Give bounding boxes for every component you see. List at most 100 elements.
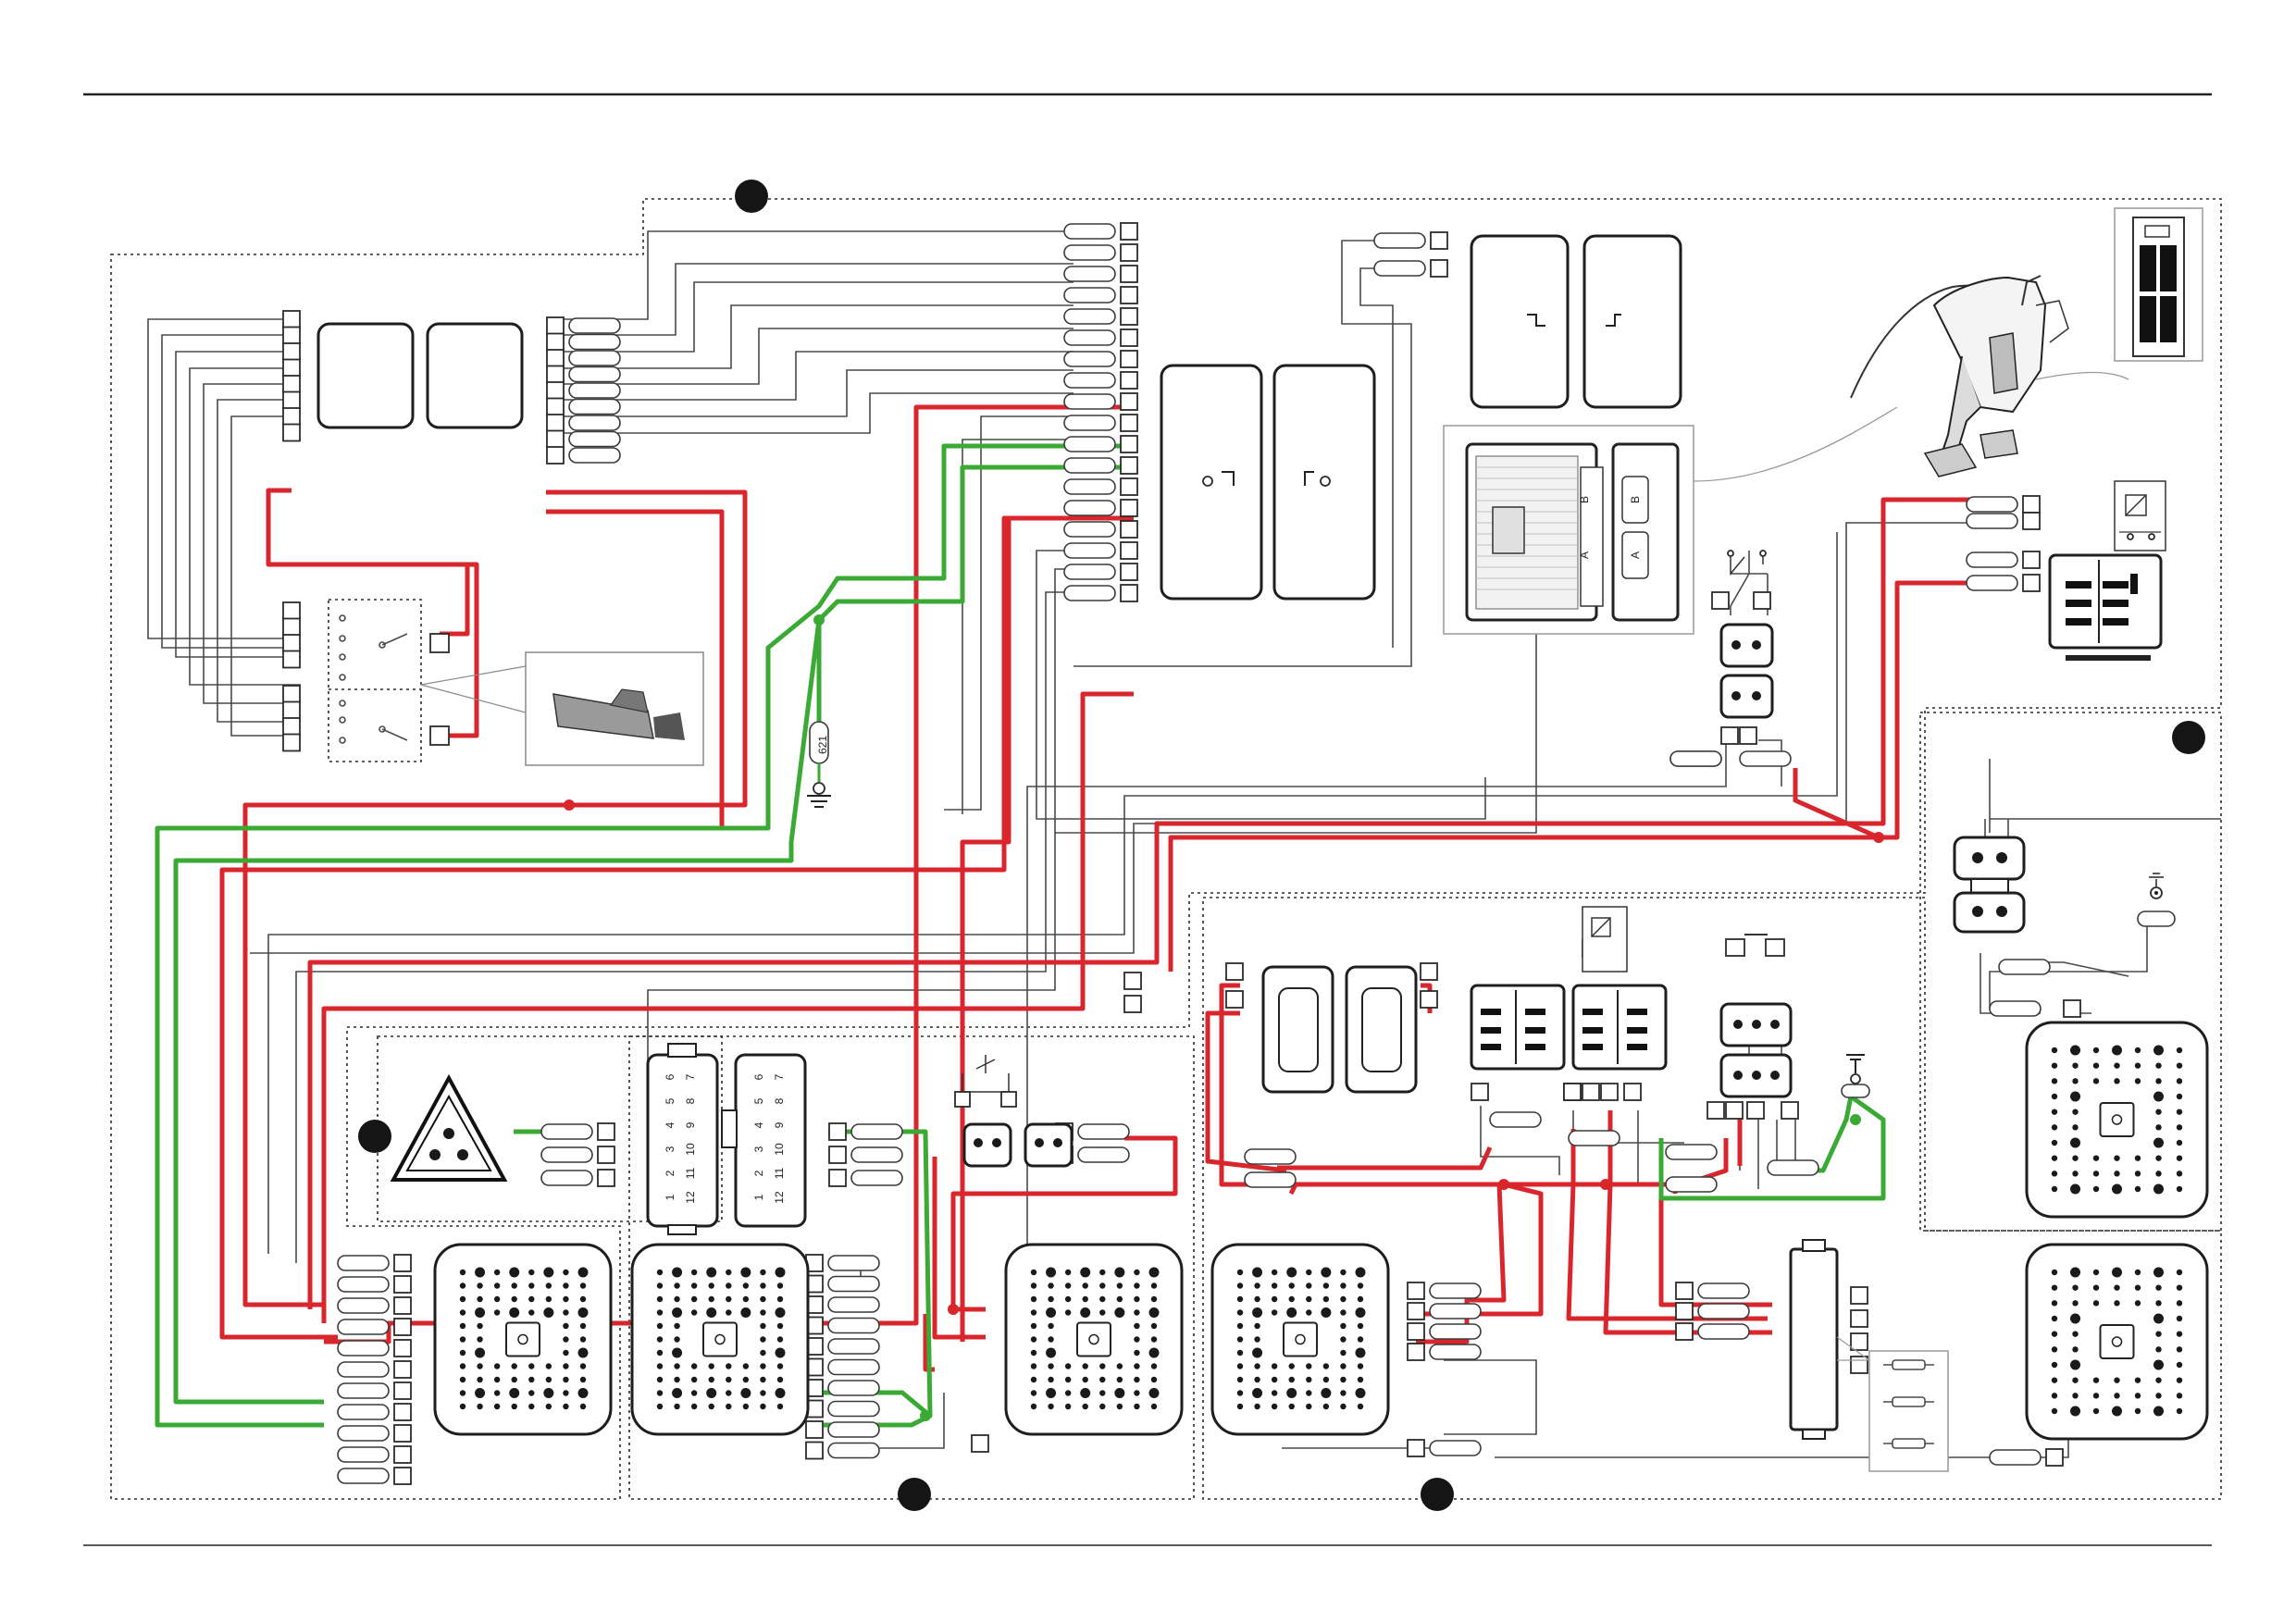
- connector-pin: [690, 1363, 698, 1369]
- pin-number-label: 8: [684, 1097, 697, 1104]
- connector-pin: [708, 1363, 714, 1369]
- wire-terminal: [971, 1434, 989, 1453]
- connector-pin: [2072, 1078, 2079, 1084]
- connector-pin: [760, 1295, 766, 1303]
- wire-terminal: [1563, 1083, 1582, 1101]
- connector-pin: [545, 1363, 552, 1369]
- connector-pin: [2092, 1284, 2100, 1291]
- connector-pin: [1099, 1269, 1106, 1276]
- connector-pin: [2092, 1155, 2100, 1161]
- connector-pin: [1322, 1363, 1330, 1369]
- section-marker: [898, 1478, 931, 1511]
- connector-pin: [1288, 1376, 1295, 1383]
- wire-terminal: [282, 700, 301, 720]
- connector-pin: [1099, 1295, 1106, 1303]
- connector-pin: [2072, 1062, 2079, 1069]
- wire-terminal: [805, 1420, 824, 1439]
- connector-pin: [493, 1295, 501, 1303]
- connector-pin: [760, 1336, 766, 1343]
- connector-pin: [674, 1336, 680, 1343]
- connector-key-hole: [517, 1333, 528, 1345]
- connector-pin: [726, 1363, 732, 1369]
- connector-pin: [1064, 1309, 1072, 1316]
- wire-label-pill: [1063, 244, 1116, 261]
- wire-terminal: [546, 446, 565, 465]
- connector-pin: [1080, 1388, 1091, 1398]
- connector-pin: [579, 1322, 587, 1330]
- connector-pin: [656, 1269, 664, 1276]
- plug-connector-3pin: [1719, 934, 1793, 1098]
- wire-label-pill: [1063, 542, 1116, 559]
- connector-pin: [2092, 1171, 2100, 1177]
- connector-pin: [760, 1269, 766, 1276]
- connector-pin: [511, 1376, 517, 1383]
- connector-pin: [543, 1307, 554, 1318]
- connector-pin: [493, 1269, 501, 1276]
- connector-pin: [1134, 1376, 1140, 1383]
- wire-terminal: [1120, 307, 1138, 326]
- connector-pin: [674, 1403, 680, 1410]
- connector-pin: [1099, 1363, 1106, 1369]
- connector-pin: [493, 1309, 501, 1316]
- connector-pin: [579, 1376, 587, 1383]
- connector-pin: [1148, 1307, 1160, 1318]
- connector-pin: [2176, 1361, 2183, 1369]
- wire-terminal: [597, 1146, 615, 1164]
- wire-label-pill: [1989, 1449, 2042, 1466]
- connector-pin: [2092, 1185, 2100, 1193]
- wire-terminal: [393, 1381, 412, 1400]
- connector-pin: [459, 1336, 466, 1343]
- pin-number-label: 7: [684, 1073, 697, 1080]
- connector-pin: [1236, 1295, 1244, 1303]
- wire-terminal: [282, 650, 301, 669]
- connector-pin: [1030, 1269, 1037, 1276]
- wire-terminal: [597, 1122, 615, 1141]
- wire-terminal: [1120, 584, 1138, 602]
- connector-pin: [2176, 1155, 2183, 1161]
- connector-12pin-left: [646, 1043, 719, 1235]
- connector-pin: [1150, 1322, 1158, 1330]
- wire-terminal: [1120, 392, 1138, 411]
- connector-pin: [1288, 1403, 1295, 1410]
- sensor-icon: [954, 1055, 1017, 1108]
- connector-pin: [2176, 1185, 2183, 1193]
- wire-terminal: [1407, 1302, 1425, 1320]
- connector-pin: [2176, 1139, 2183, 1146]
- connector-pin: [2070, 1359, 2080, 1370]
- connector-pin: [2070, 1183, 2080, 1195]
- connector-pin: [1082, 1403, 1088, 1410]
- connector-pin: [1048, 1282, 1054, 1289]
- wire-terminal: [1746, 1101, 1765, 1120]
- wire-terminal: [1471, 1083, 1489, 1101]
- wire-terminal: [1225, 962, 1244, 981]
- connector-pin: [528, 1309, 535, 1316]
- wire-terminal: [393, 1296, 412, 1315]
- connector-pin: [2155, 1109, 2162, 1115]
- connector-pin: [1357, 1282, 1364, 1289]
- wire-terminal: [2063, 999, 2081, 1018]
- connector-pin: [563, 1295, 569, 1303]
- connector-pin: [742, 1295, 750, 1303]
- connector-pin: [1116, 1282, 1123, 1289]
- wire-terminal: [1420, 962, 1438, 981]
- connector-pin: [577, 1307, 589, 1318]
- wire-label-pill: [1063, 372, 1116, 389]
- connector-pin: [1134, 1349, 1140, 1357]
- pin-number-label: 3: [664, 1146, 676, 1152]
- connector-pin: [1286, 1307, 1297, 1318]
- wire-terminal: [282, 733, 301, 752]
- wire-label-pill: [568, 430, 621, 448]
- connector-pin: [1340, 1349, 1347, 1357]
- power-junctions: [564, 799, 1884, 1315]
- connector-pin: [2051, 1361, 2058, 1369]
- connector-pin: [1340, 1403, 1347, 1410]
- wire-label-pill: [1966, 496, 2018, 513]
- connector-pin: [1357, 1363, 1364, 1369]
- wire-label-pill: [1665, 1176, 1718, 1193]
- wire-terminal: [828, 1122, 847, 1141]
- connector-pin: [2114, 1171, 2120, 1177]
- warning-triangle-icon: [390, 1073, 508, 1182]
- connector-pin: [579, 1336, 587, 1343]
- connector-pin: [1150, 1376, 1158, 1383]
- wire-terminal: [282, 617, 301, 637]
